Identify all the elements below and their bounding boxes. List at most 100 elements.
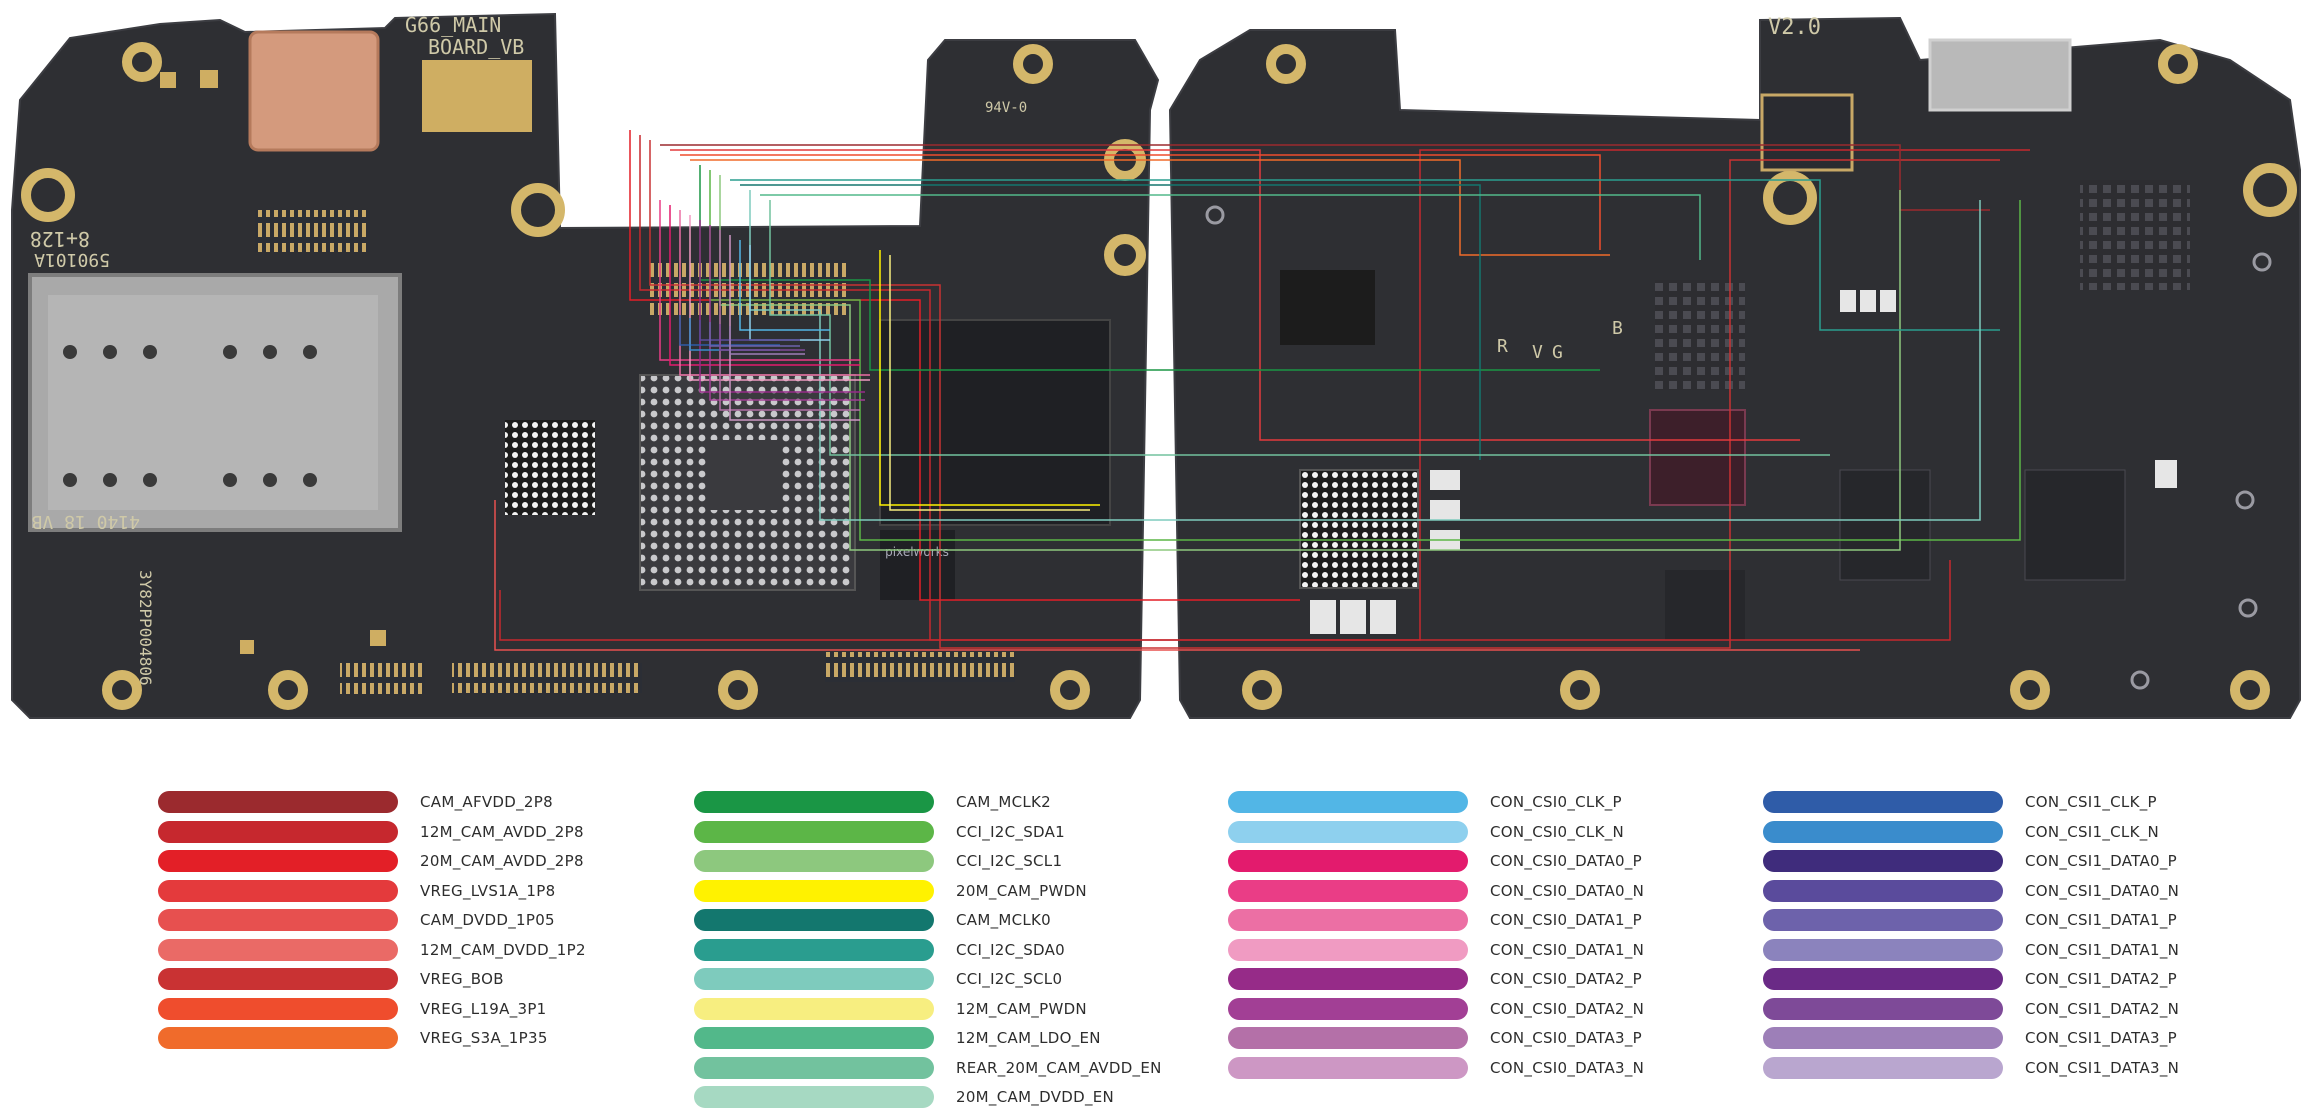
legend-label: CAM_AFVDD_2P8 bbox=[420, 793, 553, 811]
bottom-code: 4140 18 VB bbox=[32, 511, 140, 532]
legend-label: CON_CSI1_DATA3_P bbox=[2025, 1029, 2177, 1047]
board-version: V2.0 bbox=[1768, 15, 1821, 40]
legend-item: CON_CSI0_DATA0_P bbox=[1228, 849, 1642, 873]
legend-swatch bbox=[1763, 968, 2003, 990]
legend-item: 12M_CAM_LDO_EN bbox=[694, 1026, 1101, 1050]
legend-item: CON_CSI1_DATA0_P bbox=[1763, 849, 2177, 873]
legend-swatch bbox=[158, 850, 398, 872]
legend-item: CON_CSI1_DATA3_P bbox=[1763, 1026, 2177, 1050]
legend-item: CON_CSI0_DATA1_P bbox=[1228, 908, 1642, 932]
legend-item: CAM_MCLK0 bbox=[694, 908, 1051, 932]
legend-swatch bbox=[158, 909, 398, 931]
legend-label: CON_CSI1_DATA1_N bbox=[2025, 940, 2180, 959]
legend-item: 12M_CAM_DVDD_1P2 bbox=[158, 938, 586, 962]
legend-item: VREG_BOB bbox=[158, 967, 504, 991]
legend-label: CAM_DVDD_1P05 bbox=[420, 911, 555, 929]
legend-item: CON_CSI1_DATA0_N bbox=[1763, 879, 2179, 903]
legend-item: 20M_CAM_DVDD_EN bbox=[694, 1085, 1114, 1109]
legend-swatch bbox=[694, 909, 934, 931]
legend-label: CON_CSI0_DATA1_N bbox=[1490, 940, 1645, 959]
legend-item: REAR_20M_CAM_AVDD_EN bbox=[694, 1056, 1162, 1080]
pcb-diagram: pixelworks G66_MAIN BOARD_VB bbox=[11, 12, 2301, 719]
legend-swatch bbox=[1763, 820, 2003, 843]
legend-label: CON_CSI0_DATA1_P bbox=[1490, 911, 1642, 929]
signal-traces bbox=[494, 130, 2030, 651]
legend-item: CON_CSI0_DATA3_N bbox=[1228, 1056, 1644, 1080]
legend-label: CON_CSI0_DATA0_P bbox=[1490, 852, 1642, 870]
legend-label: 20M_CAM_PWDN bbox=[956, 881, 1087, 900]
legend-swatch bbox=[1228, 909, 1468, 931]
legend-label: 12M_CAM_PWDN bbox=[956, 999, 1087, 1018]
legend-item: CON_CSI1_DATA2_N bbox=[1763, 997, 2179, 1021]
legend-label: VREG_LVS1A_1P8 bbox=[420, 881, 556, 900]
legend-item: CON_CSI0_DATA0_N bbox=[1228, 879, 1644, 903]
legend-label: CON_CSI0_DATA3_N bbox=[1490, 1058, 1645, 1077]
legend-swatch bbox=[694, 850, 934, 872]
legend-label: 12M_CAM_DVDD_1P2 bbox=[420, 940, 586, 959]
legend-item: CON_CSI0_DATA3_P bbox=[1228, 1026, 1642, 1050]
legend-item: CON_CSI1_DATA1_P bbox=[1763, 908, 2177, 932]
legend-item: VREG_S3A_1P35 bbox=[158, 1026, 548, 1050]
legend-item: CCI_I2C_SDA0 bbox=[694, 938, 1065, 962]
legend-label: CCI_I2C_SCL0 bbox=[956, 970, 1063, 988]
legend-swatch bbox=[158, 791, 398, 813]
legend-label: 20M_CAM_DVDD_EN bbox=[956, 1088, 1115, 1106]
legend-swatch bbox=[1763, 938, 2003, 961]
legend-swatch bbox=[158, 1027, 398, 1049]
legend-item: CCI_I2C_SDA1 bbox=[694, 820, 1065, 844]
legend-swatch bbox=[1228, 1056, 1468, 1079]
legend-item: CON_CSI0_CLK_N bbox=[1228, 820, 1624, 844]
legend-label: CON_CSI1_DATA3_N bbox=[2025, 1058, 2180, 1077]
legend-label: CAM_MCLK0 bbox=[956, 911, 1052, 929]
legend-label: CCI_I2C_SDA0 bbox=[956, 940, 1066, 959]
legend-item: CAM_AFVDD_2P8 bbox=[158, 790, 553, 814]
legend-label: CON_CSI0_CLK_N bbox=[1490, 822, 1625, 841]
legend-item: VREG_LVS1A_1P8 bbox=[158, 879, 555, 903]
legend-swatch bbox=[1228, 1027, 1468, 1049]
legend-label: VREG_L19A_3P1 bbox=[420, 999, 547, 1018]
copper-shield bbox=[248, 30, 380, 152]
legend-swatch bbox=[158, 968, 398, 990]
legend-swatch bbox=[694, 997, 934, 1020]
legend-label: CON_CSI1_DATA1_P bbox=[2025, 911, 2177, 929]
mid-code: 94V-0 bbox=[985, 100, 1027, 116]
legend-label: CON_CSI1_DATA2_P bbox=[2025, 970, 2177, 988]
legend-label: CON_CSI1_DATA0_P bbox=[2025, 852, 2177, 870]
legend-item: CON_CSI0_DATA2_N bbox=[1228, 997, 1644, 1021]
legend-item: CON_CSI0_CLK_P bbox=[1228, 790, 1622, 814]
legend-swatch bbox=[158, 938, 398, 961]
legend-swatch bbox=[694, 820, 934, 843]
legend-item: CON_CSI1_CLK_N bbox=[1763, 820, 2159, 844]
legend-item: 12M_CAM_AVDD_2P8 bbox=[158, 820, 584, 844]
legend-swatch bbox=[694, 1056, 934, 1079]
legend-swatch bbox=[158, 879, 398, 902]
legend-swatch bbox=[694, 938, 934, 961]
legend-item: VREG_L19A_3P1 bbox=[158, 997, 547, 1021]
mark-g: G bbox=[1552, 342, 1563, 363]
legend-label: 20M_CAM_AVDD_2P8 bbox=[420, 852, 584, 870]
legend-label: VREG_BOB bbox=[420, 970, 504, 988]
legend-item: CON_CSI0_DATA2_P bbox=[1228, 967, 1642, 991]
legend-label: 12M_CAM_LDO_EN bbox=[956, 1029, 1101, 1047]
legend-swatch bbox=[694, 1086, 934, 1108]
legend-swatch bbox=[158, 997, 398, 1020]
legend-label: CON_CSI1_CLK_N bbox=[2025, 822, 2160, 841]
legend-swatch bbox=[1763, 850, 2003, 872]
legend-label: CON_CSI0_CLK_P bbox=[1490, 793, 1622, 811]
legend-swatch bbox=[1763, 997, 2003, 1020]
mark-r: R bbox=[1497, 336, 1508, 357]
board-name: BOARD_VB bbox=[428, 35, 524, 59]
legend-label: CON_CSI0_DATA3_P bbox=[1490, 1029, 1642, 1047]
legend-swatch bbox=[1228, 820, 1468, 843]
legend-swatch bbox=[1763, 879, 2003, 902]
serial: 3Y82PP004806 bbox=[136, 570, 155, 686]
legend-swatch bbox=[1763, 791, 2003, 813]
legend-label: CAM_MCLK2 bbox=[956, 793, 1052, 811]
legend-swatch bbox=[694, 879, 934, 902]
legend-swatch bbox=[1228, 850, 1468, 872]
legend-swatch bbox=[1763, 909, 2003, 931]
legend-label: CCI_I2C_SDA1 bbox=[956, 822, 1066, 841]
legend-item: CCI_I2C_SCL1 bbox=[694, 849, 1062, 873]
legend-item: CON_CSI1_DATA3_N bbox=[1763, 1056, 2179, 1080]
board-model: G66_MAIN bbox=[405, 13, 501, 37]
